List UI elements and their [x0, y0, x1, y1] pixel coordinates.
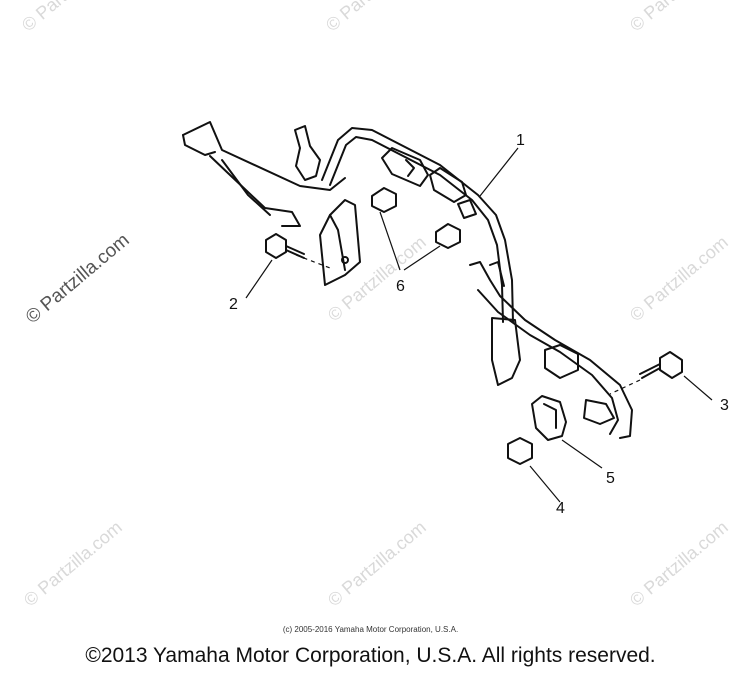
callout-6: 6 [396, 278, 405, 295]
leader-6b [403, 245, 441, 271]
callout-2: 2 [229, 296, 238, 313]
main-copyright: ©2013 Yamaha Motor Corporation, U.S.A. A… [85, 644, 656, 667]
small-copyright: (c) 2005-2016 Yamaha Motor Corporation, … [282, 625, 459, 634]
leader-4 [529, 465, 561, 503]
part-5-clip [531, 395, 567, 441]
bracket-left-arm [182, 121, 346, 191]
part-4-nut [507, 437, 533, 465]
bracket-right-arm [469, 261, 633, 439]
callout-1: 1 [516, 132, 525, 149]
leader-5 [561, 439, 603, 469]
tube-clamp-2 [429, 167, 467, 203]
leader-1 [479, 147, 519, 197]
callout-4: 4 [556, 500, 565, 517]
leader-2 [245, 259, 273, 299]
leader-6a [379, 211, 401, 271]
part-3-bolt [659, 351, 683, 379]
part-6-grommet-b [435, 223, 461, 249]
part-2-bolt [265, 233, 287, 259]
leader-3 [683, 375, 713, 401]
part-6-grommet-a [371, 187, 397, 213]
callout-3: 3 [720, 397, 729, 414]
bracket-top-tube [321, 127, 514, 323]
callout-5: 5 [606, 470, 615, 487]
bracket-left-tab [294, 125, 321, 181]
tube-clamp-1 [381, 147, 429, 187]
